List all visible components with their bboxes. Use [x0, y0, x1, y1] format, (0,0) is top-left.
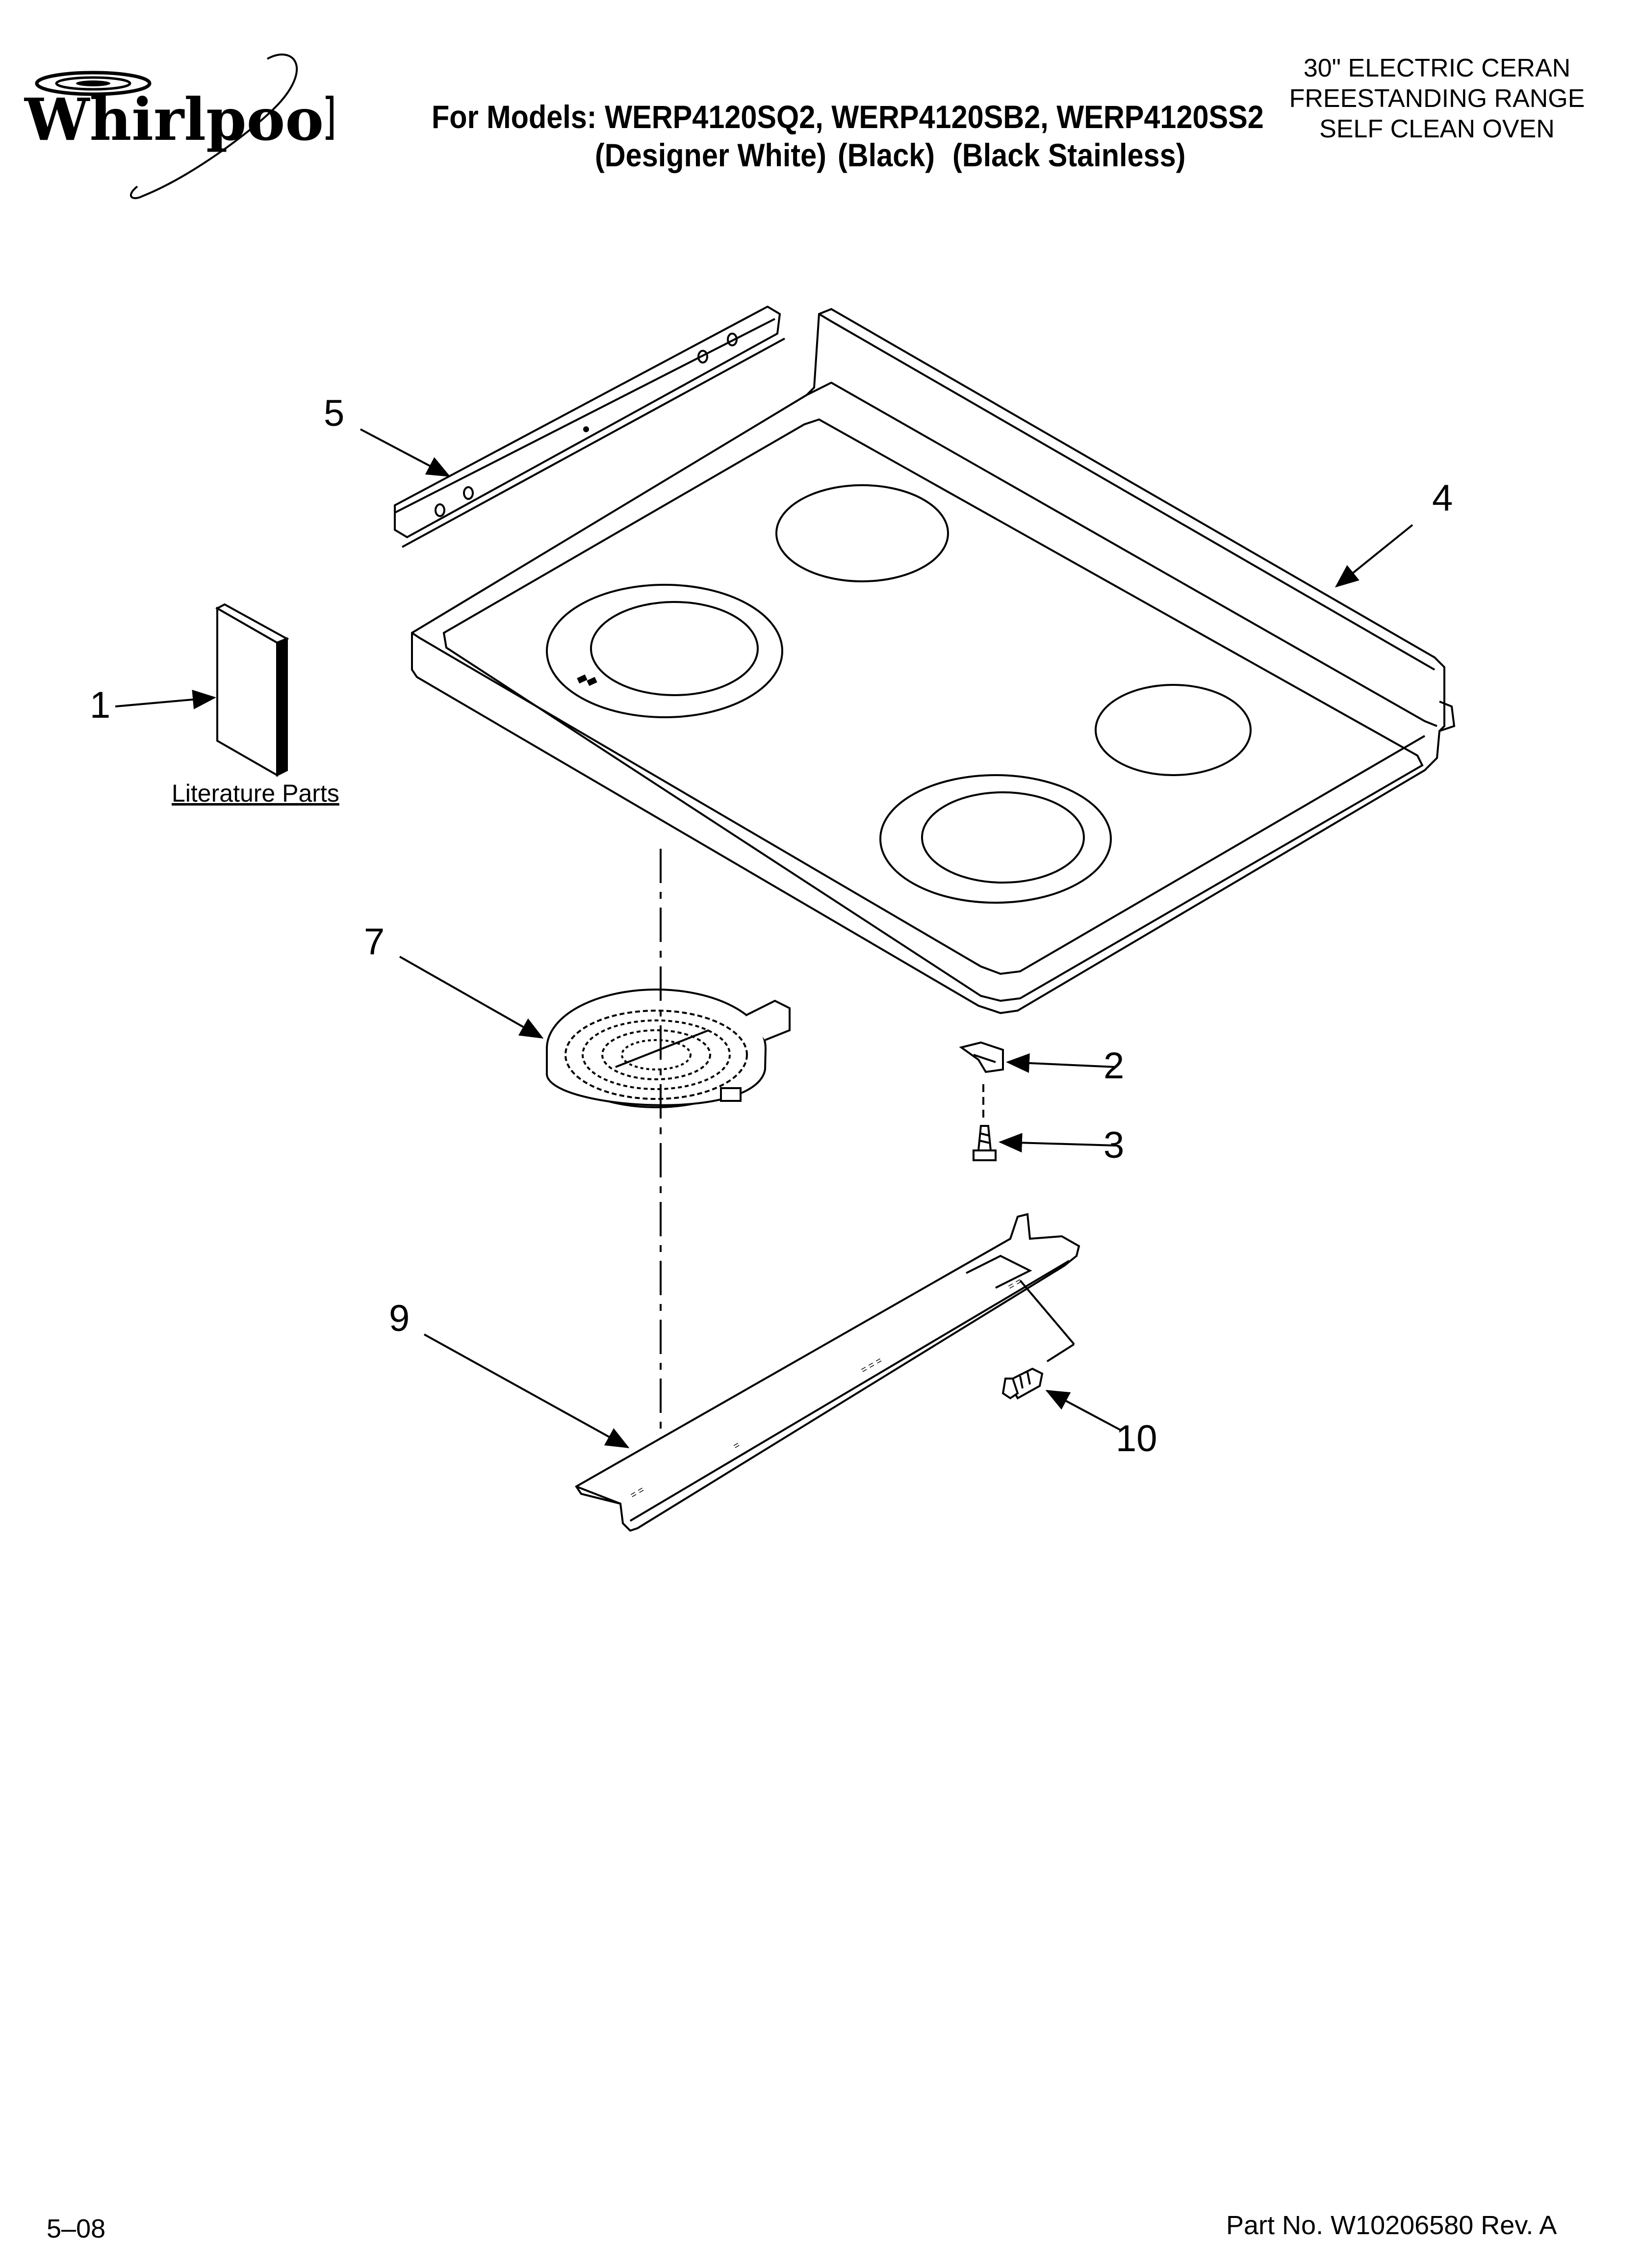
- leader-10: [1045, 1390, 1121, 1431]
- bolt: [1001, 1367, 1044, 1400]
- leader-1: [115, 689, 216, 709]
- literature-parts-label: Literature Parts: [172, 780, 339, 807]
- variant-black-stainless: (Black Stainless): [952, 137, 1186, 173]
- support-bracket: = = = = = = = =: [575, 1213, 1080, 1532]
- models-heading: For Models: WERP4120SQ2, WERP4120SB2, WE…: [432, 99, 1264, 135]
- leader-3: [999, 1133, 1116, 1153]
- model-list: For Models: WERP4120SQ2, WERP4120SB2, WE…: [432, 98, 1264, 174]
- leader-9: [424, 1333, 630, 1448]
- burner-rear-left: [775, 484, 949, 582]
- leader-4: [1334, 524, 1413, 588]
- callout-2: 2: [1103, 1045, 1125, 1087]
- burner-front-left-outer: [546, 584, 783, 718]
- product-line-2: FREESTANDING RANGE: [1289, 84, 1585, 113]
- callout-5: 5: [324, 392, 345, 434]
- callout-4: 4: [1432, 477, 1453, 519]
- product-description: 30" ELECTRIC CERAN FREESTANDING RANGE SE…: [1256, 53, 1618, 144]
- callout-7: 7: [364, 921, 385, 963]
- part-number: Part No. W10206580 Rev. A: [1226, 2211, 1557, 2240]
- product-line-1: 30" ELECTRIC CERAN: [1303, 54, 1571, 82]
- radiant-element: [546, 989, 791, 1108]
- leader-2: [1006, 1053, 1116, 1073]
- rear-trim-strip: [394, 305, 785, 548]
- variant-designer-white: (Designer White): [595, 137, 826, 173]
- callout-10: 10: [1116, 1418, 1157, 1460]
- mounting-clip: [959, 1041, 1004, 1073]
- callout-9: 9: [389, 1298, 410, 1339]
- callout-1: 1: [90, 684, 111, 726]
- variant-black: (Black): [838, 137, 935, 173]
- burner-front-right-outer: [879, 774, 1112, 904]
- literature-booklet: [215, 603, 289, 777]
- burner-rear-right: [1095, 684, 1252, 776]
- model-variants: (Designer White) (Black) (Black Stainles…: [432, 136, 1264, 174]
- revision-date: 5–08: [47, 2214, 106, 2243]
- callout-3: 3: [1103, 1124, 1125, 1166]
- brand-wordmark: Whirlpool: [24, 85, 334, 154]
- product-line-3: SELF CLEAN OVEN: [1319, 115, 1555, 143]
- whirlpool-logo: Whirlpool: [20, 49, 346, 206]
- burner-front-left-inner: [590, 601, 759, 696]
- cooktop-glass: [411, 308, 1456, 1015]
- leader-7: [399, 956, 544, 1039]
- whirlpool-swirl-icon: Whirlpool: [24, 53, 346, 199]
- leader-5: [360, 428, 451, 477]
- screw: [973, 1125, 997, 1161]
- burner-front-right-inner: [921, 791, 1085, 884]
